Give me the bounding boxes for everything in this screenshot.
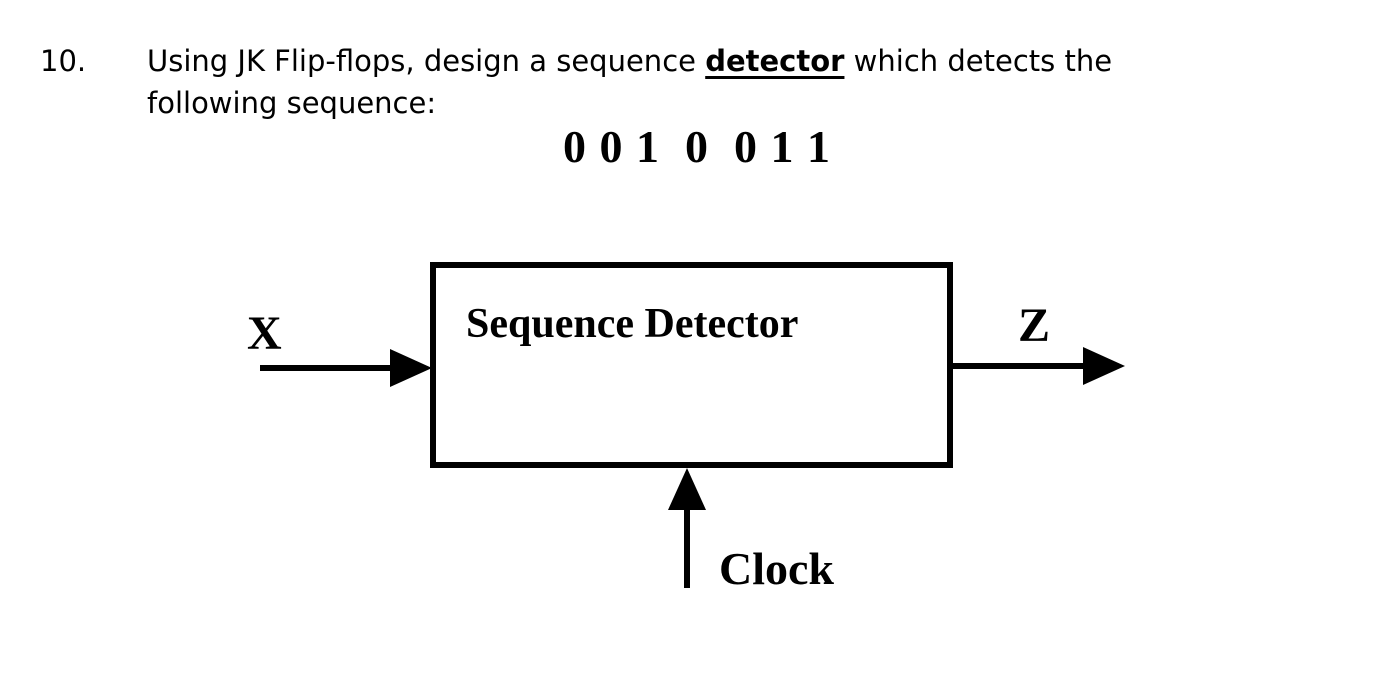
input-arrowhead-icon <box>390 349 432 387</box>
clock-signal-label: Clock <box>719 543 834 594</box>
clock-arrow-line <box>684 503 690 588</box>
problem-statement-line2: following sequence: <box>147 86 437 120</box>
sequence-detector-box: Sequence Detector <box>430 262 953 468</box>
emphasized-word-detector: detector <box>705 44 845 78</box>
problem-statement-line1: Using JK Flip-flops, design a sequence d… <box>147 40 1112 82</box>
clock-arrowhead-icon <box>668 468 706 510</box>
target-bit-sequence: 0 0 1 0 0 1 1 <box>563 121 831 172</box>
output-signal-label: Z <box>1018 299 1051 352</box>
input-arrow-line <box>260 365 396 371</box>
output-arrowhead-icon <box>1083 347 1125 385</box>
problem-number: 10. <box>40 44 87 78</box>
statement-text-pre: Using JK Flip-flops, design a sequence <box>147 44 706 78</box>
block-label: Sequence Detector <box>466 301 799 347</box>
input-signal-label: X <box>247 307 282 360</box>
statement-text-post: which detects the <box>844 44 1113 78</box>
output-arrow-line <box>950 363 1090 369</box>
